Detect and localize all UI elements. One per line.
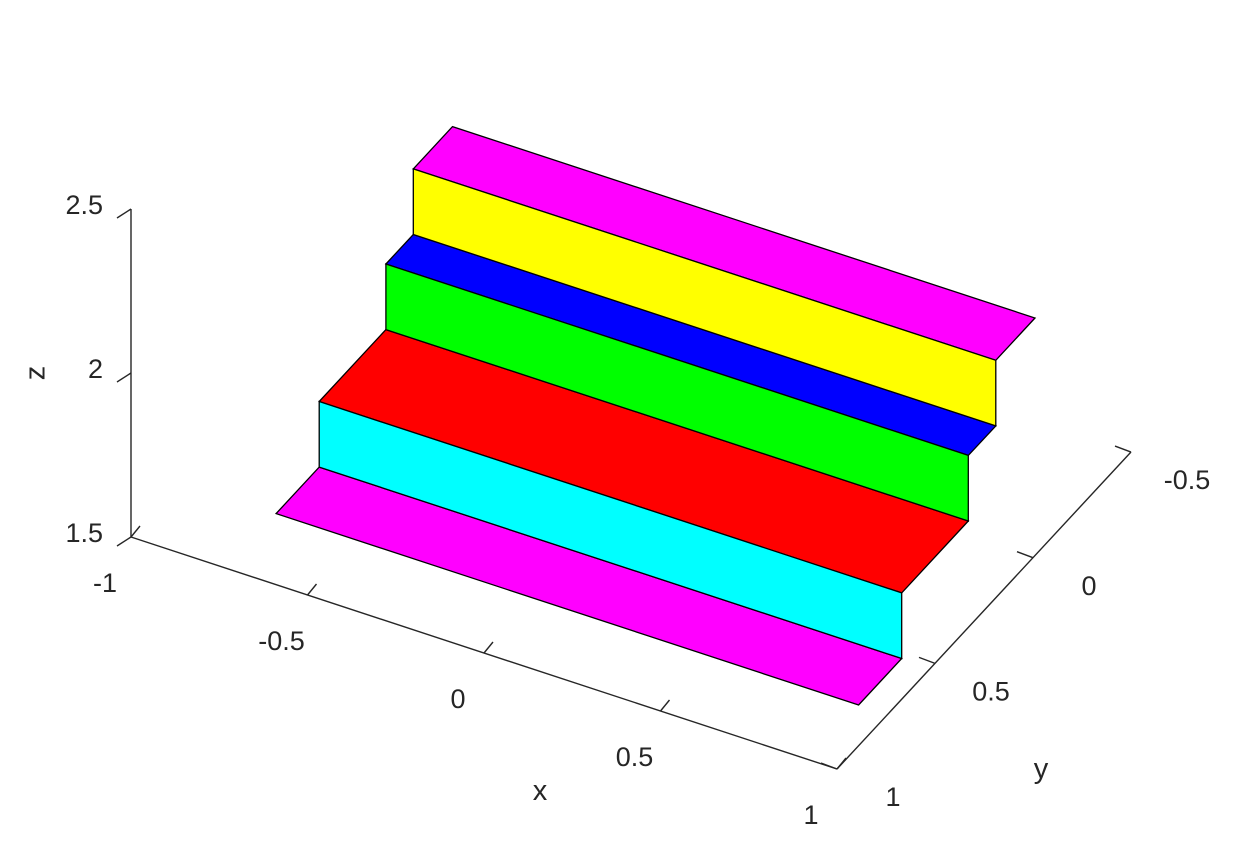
- z-tick-label: 2: [88, 354, 103, 384]
- z-tick-label: 2.5: [65, 190, 103, 220]
- z-tick-2: [116, 372, 132, 383]
- tick-labels: 1.5 2 2.5 -1 -0.5 0 0.5 1 -0.5 0 0.5 1: [65, 190, 1210, 830]
- riser-face-6: [318, 400, 903, 660]
- riser-face-2: [412, 168, 997, 427]
- z-tick-2.5: [116, 208, 132, 219]
- riser-face-4: [385, 263, 969, 522]
- y-tick-0.5: [918, 656, 936, 665]
- x-tick-1: [836, 757, 847, 770]
- x-tick-label: 0: [450, 684, 465, 714]
- x-tick-label: -1: [93, 568, 117, 598]
- tick-marks: [116, 208, 1132, 770]
- y-tick-label: 0: [1081, 571, 1096, 601]
- y-tick-label: -0.5: [1164, 465, 1211, 495]
- x-tick--1: [130, 525, 141, 538]
- x-tick--0.5: [306, 583, 318, 596]
- x-tick-label: -0.5: [258, 626, 305, 656]
- z-axis-label: z: [20, 366, 52, 381]
- surface-faces: [274, 125, 1037, 706]
- z-tick-1.5: [116, 536, 132, 547]
- y-axis-line: [836, 451, 1132, 770]
- y-tick-1: [820, 762, 838, 770]
- x-tick-0: [483, 641, 494, 654]
- x-axis-label: x: [533, 775, 548, 807]
- y-axis-label: y: [1034, 753, 1049, 785]
- y-tick-label: 1: [885, 782, 900, 812]
- z-tick-label: 1.5: [65, 518, 103, 548]
- x-tick-0.5: [659, 699, 671, 712]
- x-tick-label: 0.5: [616, 742, 654, 772]
- y-tick-0: [1016, 551, 1034, 559]
- x-tick-label: 1: [803, 800, 818, 830]
- y-tick--0.5: [1114, 445, 1132, 453]
- y-tick-label: 0.5: [972, 677, 1010, 707]
